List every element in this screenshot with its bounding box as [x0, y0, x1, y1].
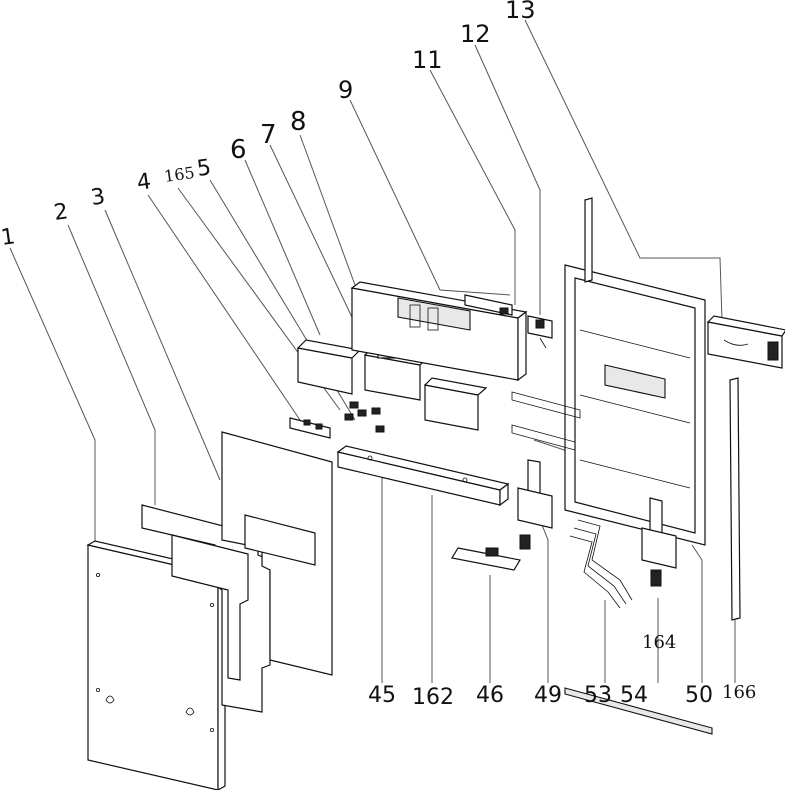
- inner-door-liner: [564, 197, 706, 546]
- callout-labels: 1 2 3 4 165 5 6 7 8 9 11 12 13 45 162 46…: [0, 0, 756, 710]
- callout-5: 5: [195, 155, 212, 182]
- callout-6: 6: [230, 135, 247, 165]
- callout-7: 7: [260, 120, 277, 150]
- mounting-bracket: [451, 547, 521, 571]
- wiring-harness: [569, 519, 633, 609]
- callout-49: 49: [534, 683, 562, 708]
- callout-2: 2: [52, 199, 69, 226]
- detergent-dispenser: [706, 315, 785, 369]
- side-seal-strip: [729, 377, 741, 621]
- callout-12: 12: [460, 20, 491, 48]
- hinge-assembly: [511, 391, 677, 587]
- callout-162: 162: [412, 685, 454, 710]
- control-pcb: [464, 294, 513, 316]
- door-gasket-frame: [141, 504, 271, 713]
- callout-53: 53: [584, 683, 612, 708]
- control-button-set: [289, 401, 385, 439]
- door-switch: [527, 315, 553, 349]
- callout-164: 164: [642, 632, 676, 653]
- insulation-board: [221, 431, 333, 676]
- callout-13: 13: [505, 0, 536, 24]
- callout-9: 9: [338, 76, 353, 104]
- control-panel-trims: [296, 339, 488, 431]
- callout-46: 46: [476, 683, 504, 708]
- callout-4: 4: [135, 169, 152, 196]
- callout-50: 50: [685, 683, 713, 708]
- callout-166: 166: [722, 682, 756, 703]
- callout-165: 165: [163, 163, 196, 186]
- bottom-seal: [564, 687, 713, 735]
- callout-45: 45: [368, 683, 396, 708]
- callout-3: 3: [89, 184, 106, 211]
- callout-11: 11: [412, 46, 443, 74]
- callout-54: 54: [620, 683, 648, 708]
- callout-8: 8: [290, 107, 307, 137]
- bottom-trim-bar: [336, 445, 510, 507]
- callout-1: 1: [0, 224, 17, 251]
